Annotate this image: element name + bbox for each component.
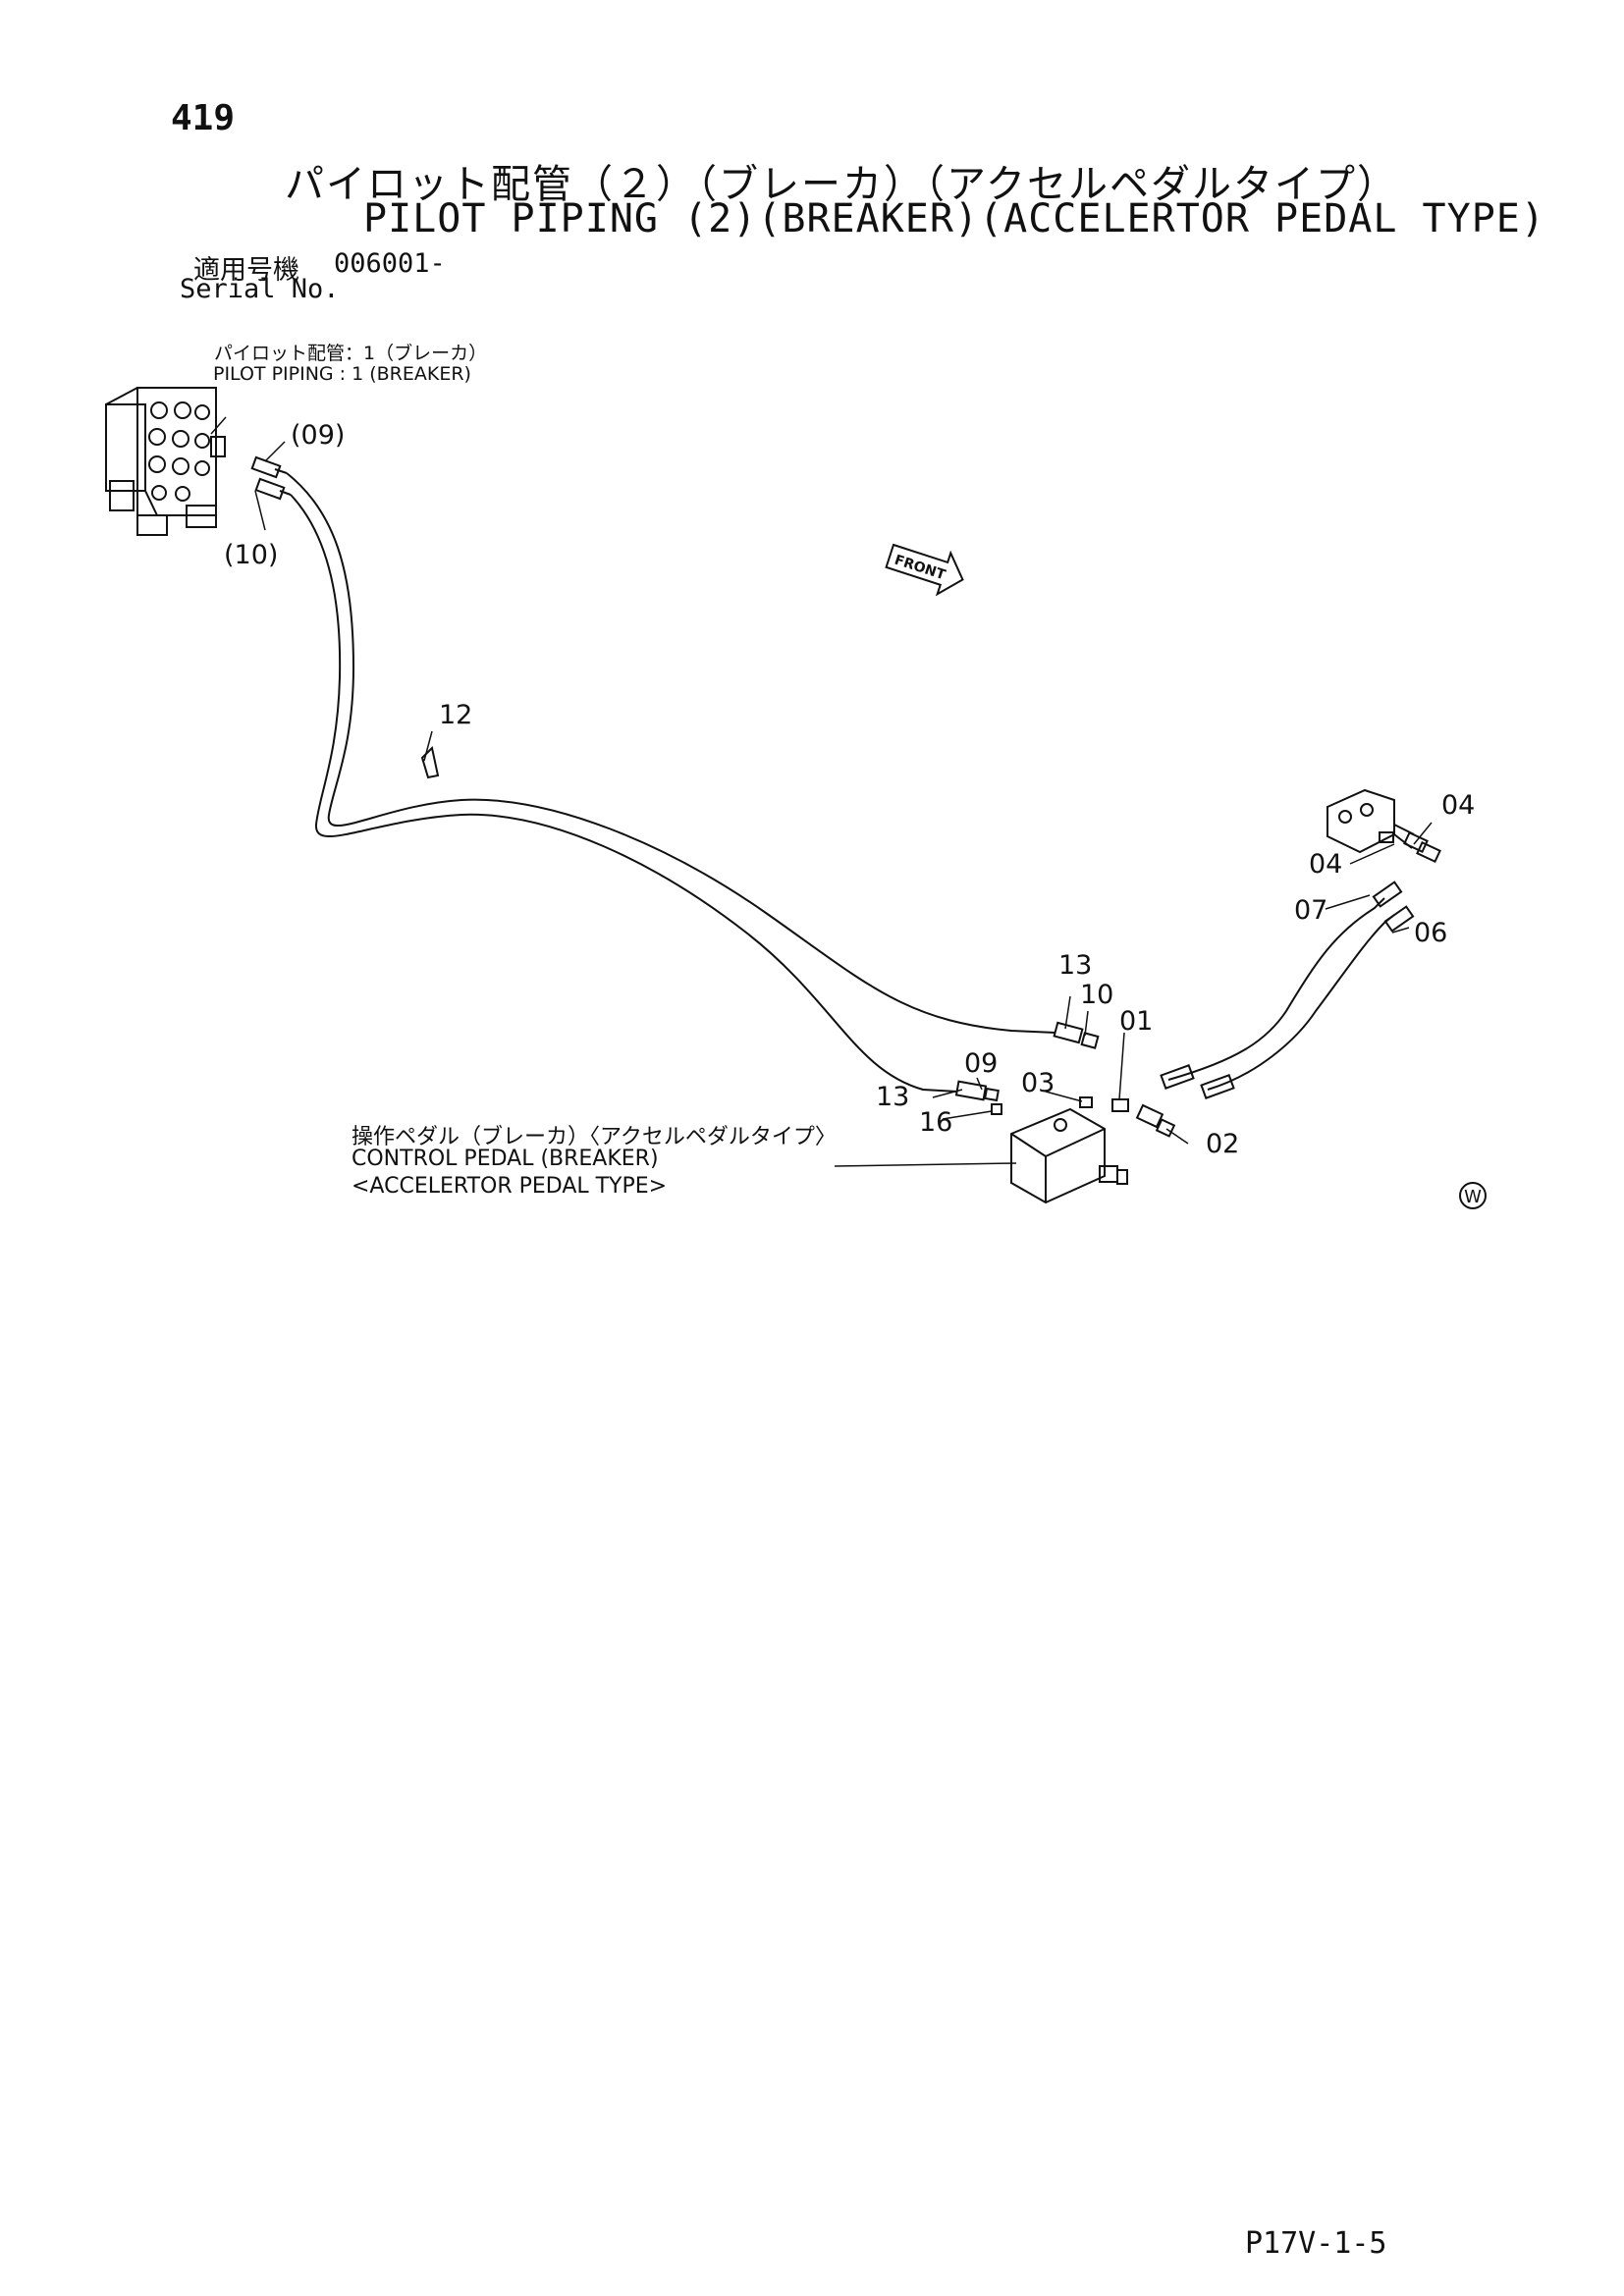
callout-10-paren: (10) (224, 540, 279, 570)
control-pedal-type-label: <ACCELERTOR PEDAL TYPE> (352, 1174, 668, 1199)
callout-09-paren: (09) (291, 420, 346, 451)
footer-code: P17V-1-5 (1245, 2226, 1387, 2261)
callout-04-lower: 04 (1309, 849, 1343, 880)
serial-label-japanese: 適用号機 (193, 255, 299, 286)
clip-12 (420, 745, 440, 779)
reference-label-english: PILOT PIPING : 1 (BREAKER) (213, 363, 471, 385)
callout-04-upper: 04 (1441, 790, 1476, 821)
long-hose-b (290, 494, 958, 1093)
callout-09: 09 (964, 1048, 999, 1079)
title-english: PILOT PIPING (2)(BREAKER)(ACCELERTOR PED… (363, 196, 1545, 241)
callout-13-upper: 13 (1058, 950, 1093, 981)
title-japanese: パイロット配管（２）（ブレーカ）（アクセルペダルタイプ） (285, 162, 1398, 207)
control-pedal-block (1010, 1107, 1128, 1204)
callout-06: 06 (1414, 918, 1448, 948)
callout-10: 10 (1080, 980, 1114, 1010)
right-hose-06 (1207, 914, 1395, 1091)
callout-12: 12 (439, 700, 473, 730)
reference-label-japanese: パイロット配管：1（ブレーカ） (214, 343, 488, 364)
control-pedal-label-japanese: 操作ペダル（ブレーカ）〈アクセルペダルタイプ〉 (352, 1125, 837, 1149)
upper-right-valve (1326, 788, 1441, 863)
callout-02: 02 (1206, 1129, 1240, 1159)
front-arrow: FRONT (885, 543, 964, 597)
leader-lines (210, 416, 1433, 1167)
callout-01: 01 (1119, 1006, 1154, 1037)
w-mark: W (1459, 1182, 1487, 1209)
w-mark-label: W (1464, 1187, 1482, 1207)
top-fittings (250, 455, 292, 501)
callout-16: 16 (919, 1107, 953, 1138)
callout-07: 07 (1294, 895, 1328, 926)
pilot-valve-block (105, 387, 226, 536)
serial-label-english: Serial No. (180, 274, 340, 304)
control-pedal-label-english: CONTROL PEDAL (BREAKER) (352, 1147, 659, 1171)
long-hose-a (286, 472, 1056, 1034)
callout-03: 03 (1021, 1068, 1056, 1098)
right-hose-07 (1167, 897, 1385, 1081)
page-number: 419 (171, 98, 236, 138)
serial-value: 006001- (334, 248, 446, 279)
callout-13-lower: 13 (876, 1082, 910, 1112)
